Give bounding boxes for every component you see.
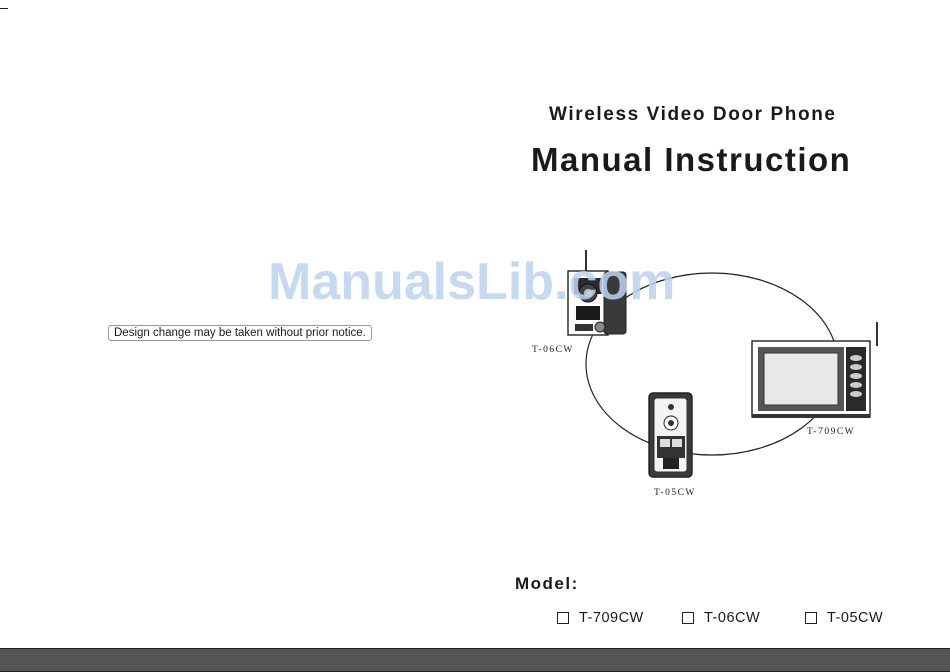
model-heading: Model: [515,574,579,594]
bottom-bar [0,648,950,672]
model-option-label: T-05CW [827,610,883,626]
checkbox[interactable] [682,612,694,624]
t709cw-device-image [752,322,877,418]
t05cw-device-image [649,393,692,477]
model-option-t06cw[interactable]: T-06CW [682,610,760,626]
t06cw-label: T-06CW [532,345,574,355]
t05cw-label: T-05CW [654,488,696,498]
model-option-label: T-06CW [704,610,760,626]
model-option-label: T-709CW [579,610,644,626]
design-change-notice: Design change may be taken without prior… [108,325,372,341]
model-option-t709cw[interactable]: T-709CW [557,610,644,626]
checkbox[interactable] [557,612,569,624]
t709cw-label: T-709CW [807,427,855,437]
watermark: ManualsLib.com [268,252,675,312]
checkbox[interactable] [805,612,817,624]
model-option-t05cw[interactable]: T-05CW [805,610,883,626]
